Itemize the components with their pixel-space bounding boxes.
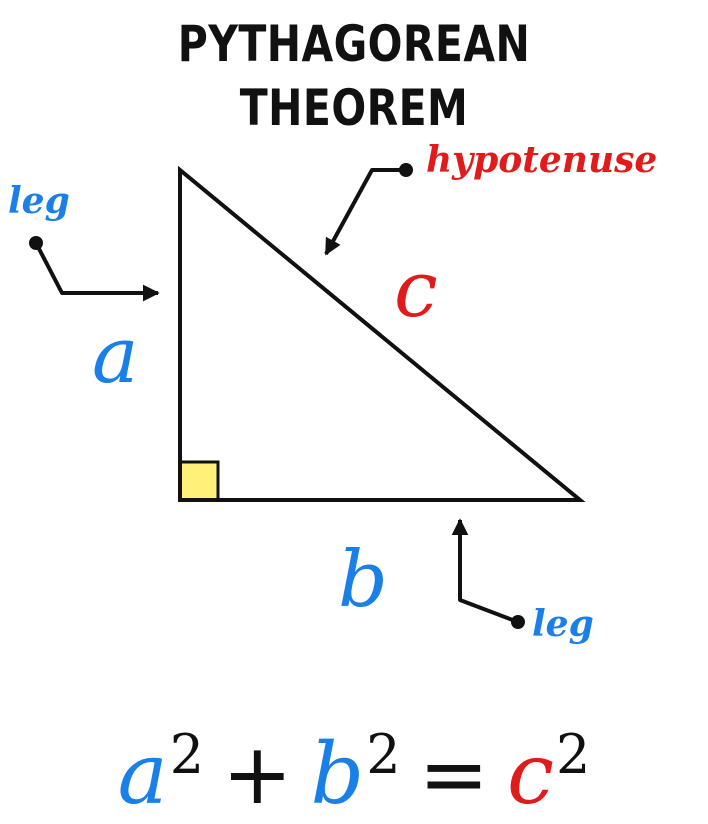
formula-equals: = (418, 725, 489, 823)
pointer-arrow (34, 242, 160, 302)
side-a-label: a (92, 311, 139, 401)
side-c-label: c (394, 245, 438, 335)
leg-bottom-pointer (451, 518, 525, 629)
formula-a: a (117, 725, 168, 823)
leg-bottom-label: leg (532, 603, 594, 645)
right-angle-marker (178, 460, 220, 502)
formula-c: c (506, 725, 555, 823)
right-triangle (178, 165, 586, 502)
pythagorean-formula: a2+b2=c2 (0, 705, 708, 824)
formula-exponent-b: 2 (366, 723, 401, 786)
formula-exponent-c: 2 (556, 723, 591, 786)
formula-plus: + (222, 725, 293, 823)
formula-b: b (310, 725, 365, 823)
hypotenuse-pointer (324, 163, 413, 256)
hypotenuse-label: hypotenuse (426, 139, 657, 181)
side-b-label: b (338, 535, 388, 625)
leg-left-pointer (29, 236, 160, 302)
pointer-arrow (451, 518, 519, 624)
page-title: PYTHAGOREAN THEOREM (177, 15, 531, 137)
formula-exponent-a: 2 (169, 723, 205, 786)
pointer-arrow (324, 168, 406, 256)
leg-left-label: leg (8, 180, 70, 222)
